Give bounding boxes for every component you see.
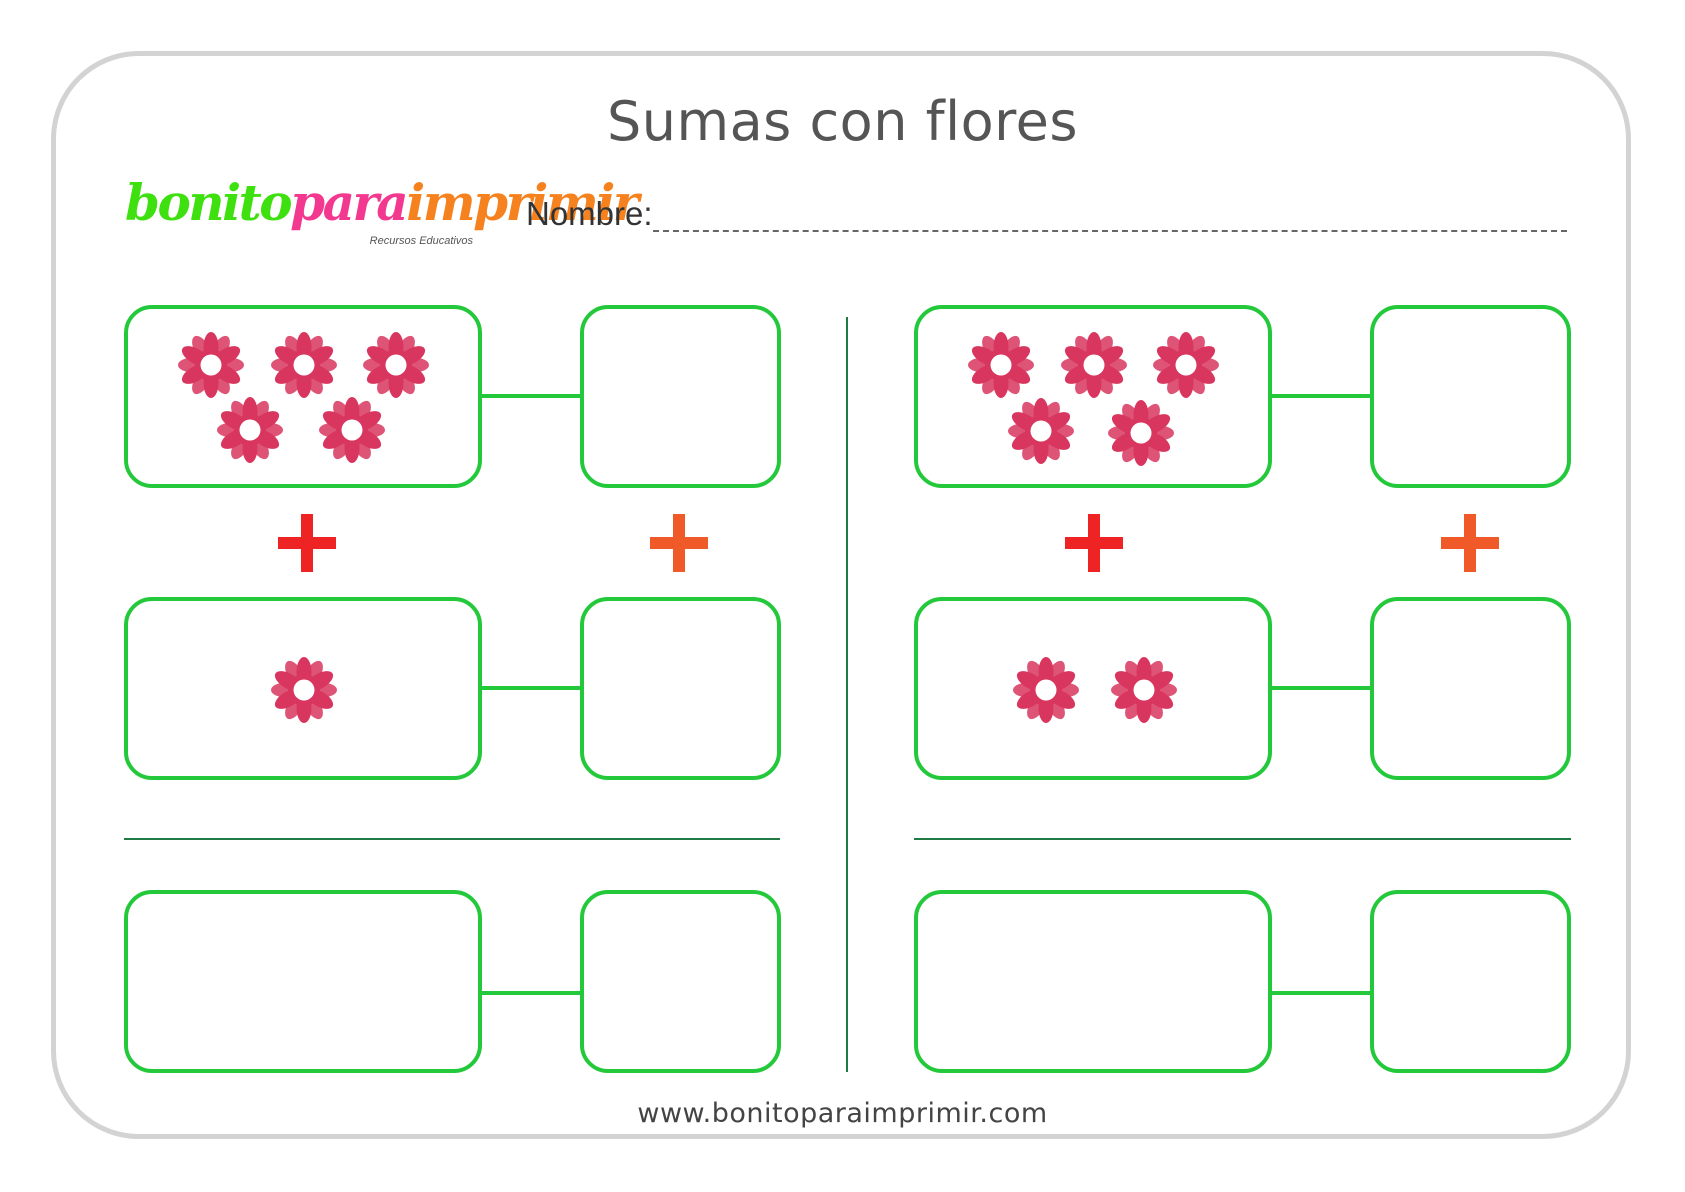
flower-icon bbox=[1006, 396, 1076, 466]
exercise-2-result-box[interactable] bbox=[914, 890, 1272, 1073]
exercise-1-connector-3 bbox=[482, 991, 583, 995]
flower-icon bbox=[1151, 330, 1221, 400]
exercise-2-first-answer-box[interactable] bbox=[1370, 305, 1571, 488]
logo-part-bonito: bonito bbox=[125, 173, 293, 232]
worksheet-frame bbox=[51, 51, 1631, 1139]
exercise-2-connector-3 bbox=[1272, 991, 1373, 995]
exercise-1-connector-2 bbox=[482, 686, 583, 690]
exercise-1-connector-1 bbox=[482, 394, 583, 398]
exercise-1-plus-icon-left bbox=[278, 514, 336, 572]
exercise-1-second-answer-box[interactable] bbox=[580, 597, 781, 780]
center-divider bbox=[846, 317, 848, 1072]
exercise-1-plus-icon-right bbox=[650, 514, 708, 572]
flower-icon bbox=[1109, 655, 1179, 725]
exercise-1-result-line bbox=[124, 838, 780, 840]
exercise-2-result-answer-box[interactable] bbox=[1370, 890, 1571, 1073]
exercise-2-plus-icon-right bbox=[1441, 514, 1499, 572]
exercise-2-second-answer-box[interactable] bbox=[1370, 597, 1571, 780]
worksheet-title: Sumas con flores bbox=[606, 90, 1079, 153]
flower-icon bbox=[966, 330, 1036, 400]
flower-icon bbox=[269, 655, 339, 725]
logo-part-imprimir: imprimir bbox=[406, 173, 639, 232]
flower-icon bbox=[176, 330, 246, 400]
exercise-2-connector-2 bbox=[1272, 686, 1373, 690]
exercise-2-second-addend-box bbox=[914, 597, 1272, 780]
flower-icon bbox=[361, 330, 431, 400]
footer-url: www.bonitoparaimprimir.com bbox=[637, 1098, 1048, 1129]
flower-icon bbox=[317, 395, 387, 465]
brand-logo: bonitoparaimprimir Recursos Educativos bbox=[125, 178, 639, 250]
exercise-2-connector-1 bbox=[1272, 394, 1373, 398]
logo-wordmark: bonitoparaimprimir bbox=[125, 178, 639, 228]
flower-icon bbox=[1059, 330, 1129, 400]
logo-tagline: Recursos Educativos bbox=[369, 235, 473, 247]
name-field-line[interactable] bbox=[653, 230, 1567, 232]
exercise-1-result-answer-box[interactable] bbox=[580, 890, 781, 1073]
exercise-1-first-answer-box[interactable] bbox=[580, 305, 781, 488]
exercise-2-result-line bbox=[914, 838, 1571, 840]
flower-icon bbox=[1011, 655, 1081, 725]
name-label: Nombre: bbox=[526, 195, 653, 232]
exercise-1-result-box[interactable] bbox=[124, 890, 482, 1073]
exercise-2-plus-icon-left bbox=[1065, 514, 1123, 572]
flower-icon bbox=[269, 330, 339, 400]
flower-icon bbox=[215, 395, 285, 465]
logo-part-para: para bbox=[290, 173, 409, 232]
flower-icon bbox=[1106, 398, 1176, 468]
